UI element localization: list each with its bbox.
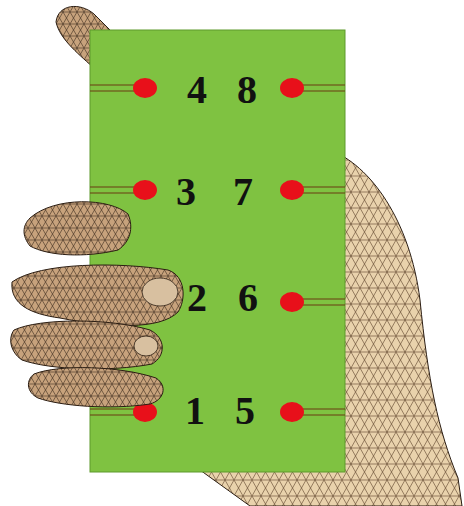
port-number: 2 <box>187 278 207 318</box>
port-number: 7 <box>233 172 253 212</box>
port-number: 8 <box>237 70 257 110</box>
port-number: 6 <box>238 278 258 318</box>
port-number: 3 <box>176 172 196 212</box>
port-number: 1 <box>185 391 205 431</box>
antenna-ports <box>133 78 304 422</box>
port-number: 4 <box>187 70 207 110</box>
finger-nails <box>134 278 178 356</box>
fingers <box>11 202 183 407</box>
port-number: 5 <box>235 391 255 431</box>
